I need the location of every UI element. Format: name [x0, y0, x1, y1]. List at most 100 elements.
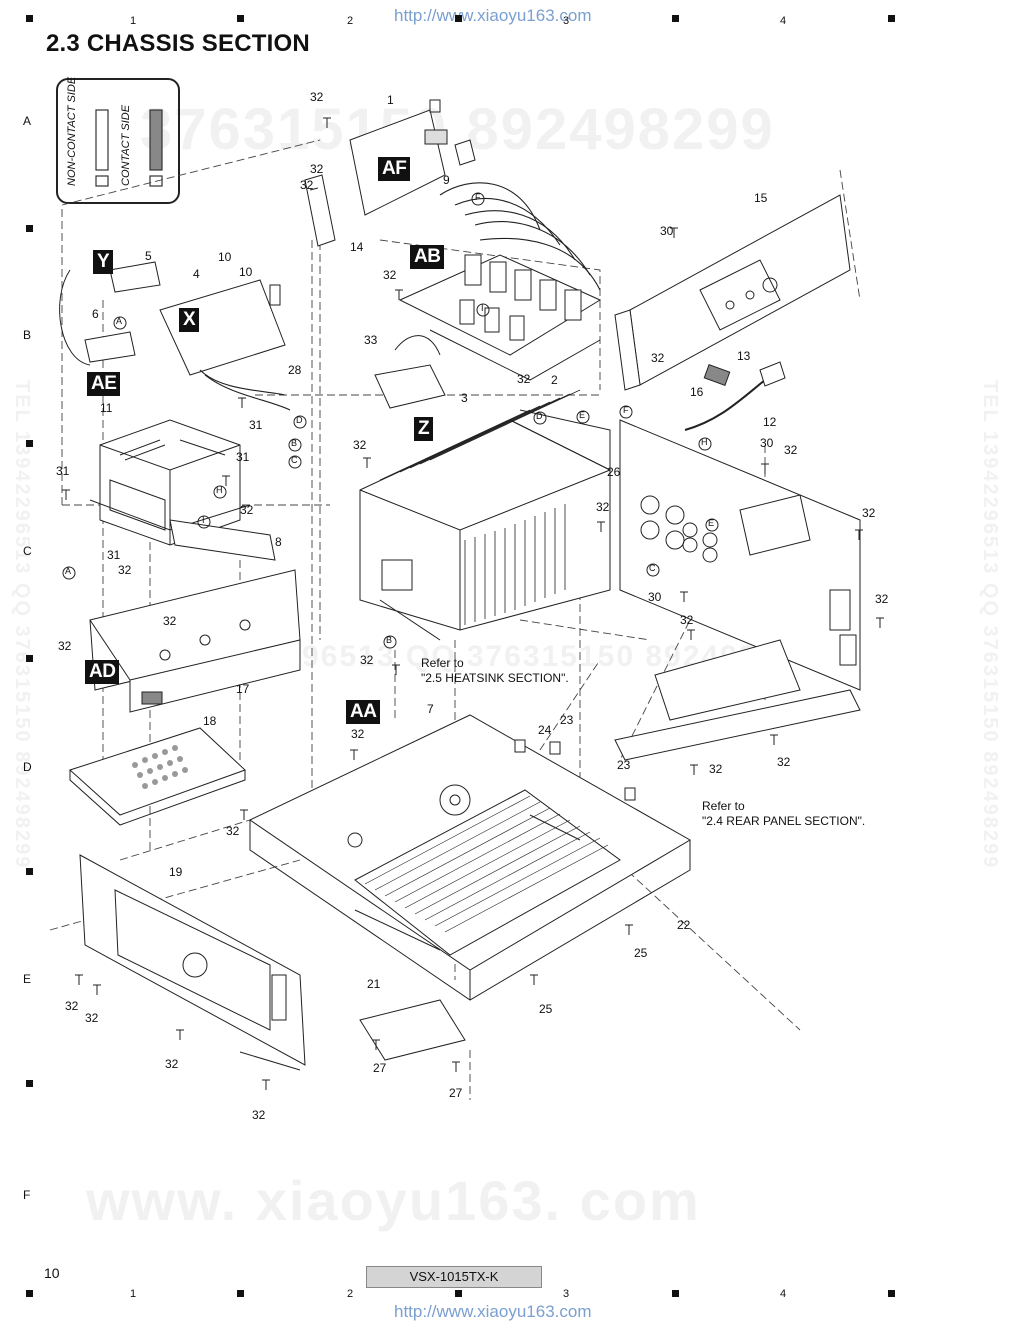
callout-32: 32 [709, 762, 723, 776]
grid-column-label: 3 [563, 1288, 570, 1300]
grid-column-label: 4 [780, 1288, 787, 1300]
connector-mark-c2: C [649, 563, 656, 573]
callout-12: 12 [763, 415, 777, 429]
callout-32: 32 [875, 592, 889, 606]
connector-mark-i2: I [481, 303, 484, 313]
callout-15: 15 [754, 191, 768, 205]
callout-6: 6 [92, 307, 99, 321]
board-tag-x: X [179, 308, 200, 332]
callout-32: 32 [596, 500, 610, 514]
connector-mark-a: A [116, 316, 123, 326]
footer-url[interactable]: http://www.xiaoyu163.com [394, 1302, 592, 1321]
grid-square [237, 1290, 244, 1297]
callout-32: 32 [300, 178, 314, 192]
callout-9: 9 [443, 173, 450, 187]
callout-19: 19 [169, 865, 183, 879]
grid-square [455, 1290, 462, 1297]
callout-13: 13 [737, 349, 751, 363]
callout-24: 24 [538, 723, 552, 737]
grid-column-label: 2 [347, 1288, 354, 1300]
callout-32: 32 [360, 653, 374, 667]
grid-square [26, 15, 33, 22]
grid-column-label: 3 [563, 15, 570, 27]
bottom-plate-18 [69, 727, 246, 826]
main-chassis-base-22 [248, 714, 691, 1001]
connector-mark-b: B [291, 438, 298, 448]
grid-square [26, 868, 33, 875]
rear-panel-assembly [614, 419, 861, 761]
callout-5: 5 [145, 249, 152, 263]
callout-30b: 30 [760, 436, 774, 450]
grid-row-label: A [23, 114, 32, 128]
callout-26: 26 [607, 465, 621, 479]
callout-11: 11 [100, 401, 113, 415]
board-tag-ab: AB [410, 245, 445, 269]
callout-22: 22 [677, 918, 691, 932]
pcb-ab [398, 254, 602, 381]
grid-column-label: 4 [780, 15, 787, 27]
callout-32: 32 [353, 438, 367, 452]
grid-row-label: B [23, 328, 32, 342]
callout-32: 32 [252, 1108, 266, 1122]
callout-10a: 10 [218, 250, 232, 264]
board-tag-z: Z [414, 417, 434, 441]
connector-mark-d2: D [536, 411, 543, 421]
refer-rear-panel-note: Refer to "2.4 REAR PANEL SECTION". [702, 799, 865, 829]
board-tag-aa: AA [346, 700, 381, 724]
connector-mark-e: E [579, 410, 586, 420]
grid-square [672, 15, 679, 22]
callout-31a: 31 [249, 418, 263, 432]
callout-32: 32 [240, 503, 254, 517]
callout-32: 32 [680, 613, 694, 627]
grid-square [26, 655, 33, 662]
callout-27b: 27 [449, 1086, 463, 1100]
callout-16: 16 [690, 385, 704, 399]
callout-10b: 10 [239, 265, 253, 279]
header-url[interactable]: http://www.xiaoyu163.com [394, 6, 592, 25]
page-number: 10 [44, 1265, 60, 1281]
callout-3: 3 [461, 391, 468, 405]
callout-32: 32 [862, 506, 876, 520]
connector-mark-c: C [291, 455, 298, 465]
callout-32: 32 [163, 614, 177, 628]
callout-32: 32 [784, 443, 798, 457]
callout-4: 4 [193, 267, 200, 281]
callout-23b: 23 [617, 758, 631, 772]
grid-column-label: 1 [130, 15, 137, 27]
callout-32: 32 [310, 162, 324, 176]
grid-square [672, 1290, 679, 1297]
grid-row-label: D [23, 760, 32, 774]
front-panel-17 [89, 569, 301, 713]
connector-mark-h: H [701, 437, 708, 447]
callout-32: 32 [58, 639, 72, 653]
grid-square [888, 15, 895, 22]
callout-21: 21 [367, 977, 381, 991]
callout-33: 33 [364, 333, 378, 347]
grid-square [26, 225, 33, 232]
callout-14: 14 [350, 240, 364, 254]
callout-2: 2 [551, 373, 558, 387]
watermark-bottom-site: www. xiaoyu163. com [86, 1169, 701, 1232]
callout-32: 32 [310, 90, 324, 104]
callout-32: 32 [118, 563, 132, 577]
watermark-side-left: TEL 13942296513 QQ 376315150 892498299 [11, 380, 33, 870]
callout-30c: 30 [648, 590, 662, 604]
callout-30a: 30 [660, 224, 674, 238]
board-tag-af: AF [378, 157, 411, 181]
callout-32: 32 [226, 824, 240, 838]
refer-heatsink-line1: Refer to [421, 656, 464, 670]
callout-32: 32 [777, 755, 791, 769]
callout-32: 32 [383, 268, 397, 282]
grid-square [888, 1290, 895, 1297]
callout-32: 32 [351, 727, 365, 741]
front-chassis-panel-19 [79, 854, 306, 1071]
grid-square [26, 1290, 33, 1297]
board-tag-ae: AE [87, 372, 121, 396]
connector-mark-e2: E [708, 518, 715, 528]
callout-31c: 31 [236, 450, 250, 464]
callout-27a: 27 [373, 1061, 387, 1075]
callout-25b: 25 [539, 1002, 553, 1016]
callout-32: 32 [651, 351, 665, 365]
callout-32: 32 [165, 1057, 179, 1071]
callout-32: 32 [85, 1011, 99, 1025]
